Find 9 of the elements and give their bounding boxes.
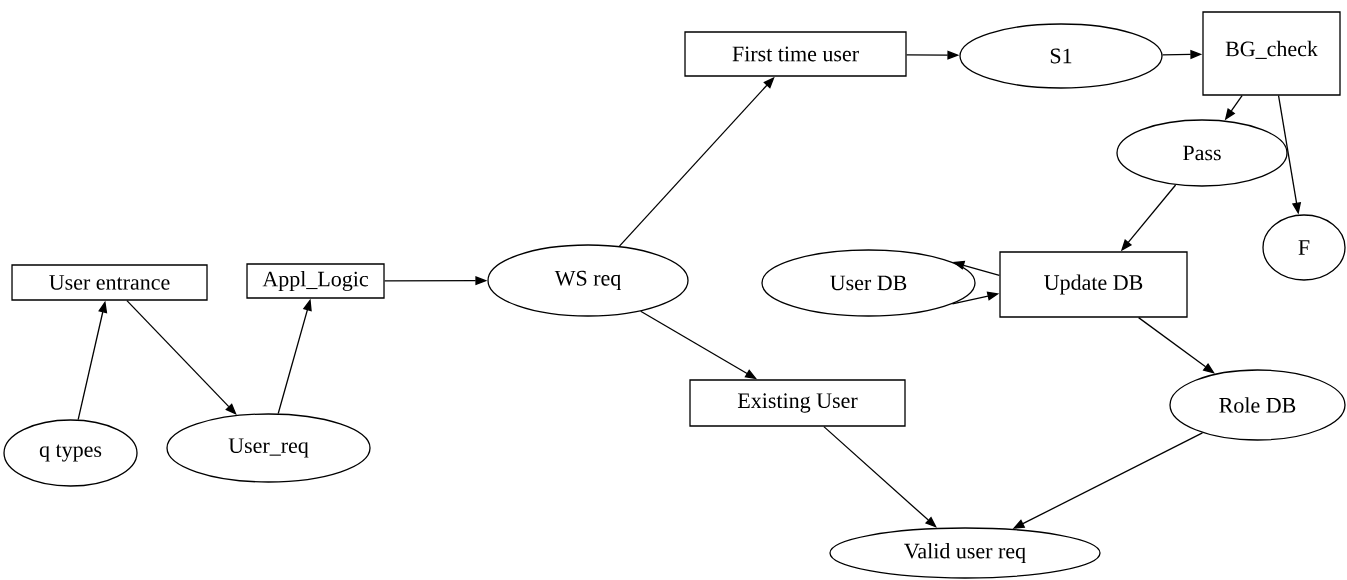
arrow — [823, 426, 937, 528]
arrow — [1137, 317, 1215, 374]
process-box: Appl_Logic — [246, 263, 385, 299]
arrow — [126, 300, 237, 415]
process-box: First time user — [684, 31, 907, 77]
process-box: Update DB — [999, 251, 1188, 318]
process-box: User entrance — [11, 264, 208, 301]
process-box: BG_check — [1202, 11, 1341, 96]
process-box: Existing User — [689, 379, 906, 427]
